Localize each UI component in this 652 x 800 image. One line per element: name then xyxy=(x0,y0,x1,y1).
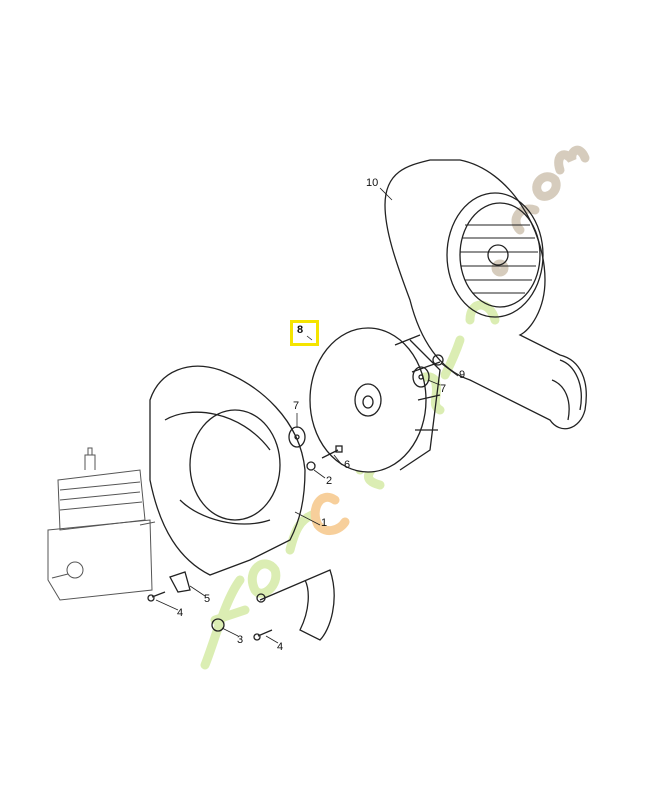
callout-7[interactable]: 7 xyxy=(440,383,447,395)
fan-part-8 xyxy=(309,327,441,473)
washer-part-7b xyxy=(412,366,430,388)
callout-8[interactable]: 8 xyxy=(297,324,304,336)
leader-lines xyxy=(155,187,459,644)
highlight-box xyxy=(290,320,319,346)
callout-7[interactable]: 7 xyxy=(293,400,300,412)
callout-2[interactable]: 2 xyxy=(326,475,333,487)
washer-part-7 xyxy=(288,426,306,448)
callout-4[interactable]: 4 xyxy=(177,607,184,619)
nut-part-9 xyxy=(432,354,444,366)
callout-1[interactable]: 1 xyxy=(321,517,328,529)
screw-part-4c xyxy=(256,593,266,603)
nut-part-2 xyxy=(306,461,316,471)
plug-part-3 xyxy=(211,618,225,632)
callout-10[interactable]: 10 xyxy=(366,177,379,189)
screw-part-4a xyxy=(147,591,166,602)
blower-housing-part-10 xyxy=(384,159,587,430)
engine xyxy=(47,447,156,601)
callout-4[interactable]: 4 xyxy=(277,641,284,653)
screw-part-4b xyxy=(253,629,273,641)
callout-6[interactable]: 6 xyxy=(344,459,351,471)
grommet-part-5 xyxy=(169,571,191,593)
screw-part-6 xyxy=(321,445,343,459)
fan-housing xyxy=(149,365,335,641)
callout-9[interactable]: 9 xyxy=(459,369,466,381)
callout-5[interactable]: 5 xyxy=(204,593,211,605)
callout-3[interactable]: 3 xyxy=(237,634,244,646)
